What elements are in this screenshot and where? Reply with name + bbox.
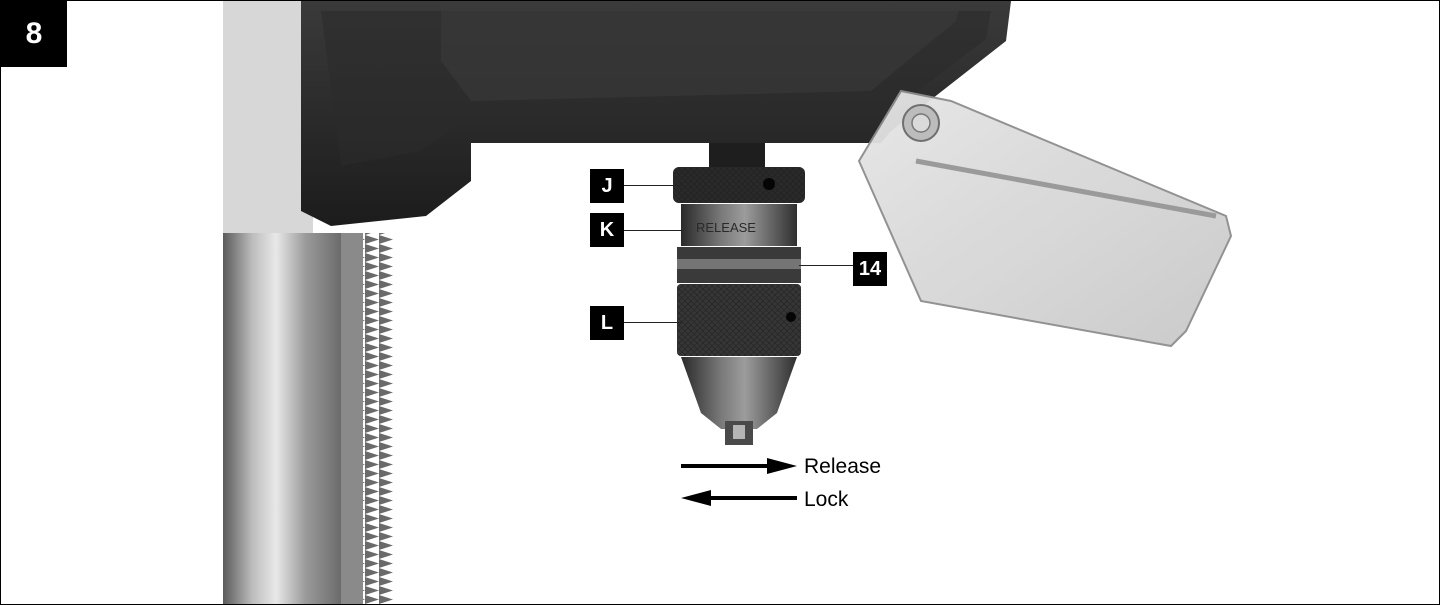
release-label: Release <box>804 455 882 478</box>
leader-14 <box>799 265 853 266</box>
column <box>223 233 341 604</box>
lock-arrow <box>681 490 797 506</box>
callout-k: K <box>590 213 624 247</box>
chuck-body <box>681 357 797 429</box>
drill-head-recess <box>441 1 961 101</box>
spindle <box>709 143 765 167</box>
column-rack <box>341 233 363 604</box>
chuck-release-sleeve <box>681 204 797 246</box>
leader-k <box>624 230 682 231</box>
figure-number-badge: 8 <box>1 1 67 67</box>
rack-teeth <box>363 233 393 604</box>
callout-j: J <box>590 169 624 203</box>
guard-rim <box>915 158 1217 219</box>
background-panel <box>223 1 313 241</box>
chuck-guard <box>857 89 1233 348</box>
lock-label: Lock <box>804 488 849 511</box>
leader-j <box>624 185 680 186</box>
callout-14: 14 <box>853 252 887 286</box>
leader-l <box>624 322 682 323</box>
callout-l: L <box>590 306 624 340</box>
release-arrow <box>681 458 797 474</box>
chuck-release-text: RELEASE <box>696 220 756 235</box>
